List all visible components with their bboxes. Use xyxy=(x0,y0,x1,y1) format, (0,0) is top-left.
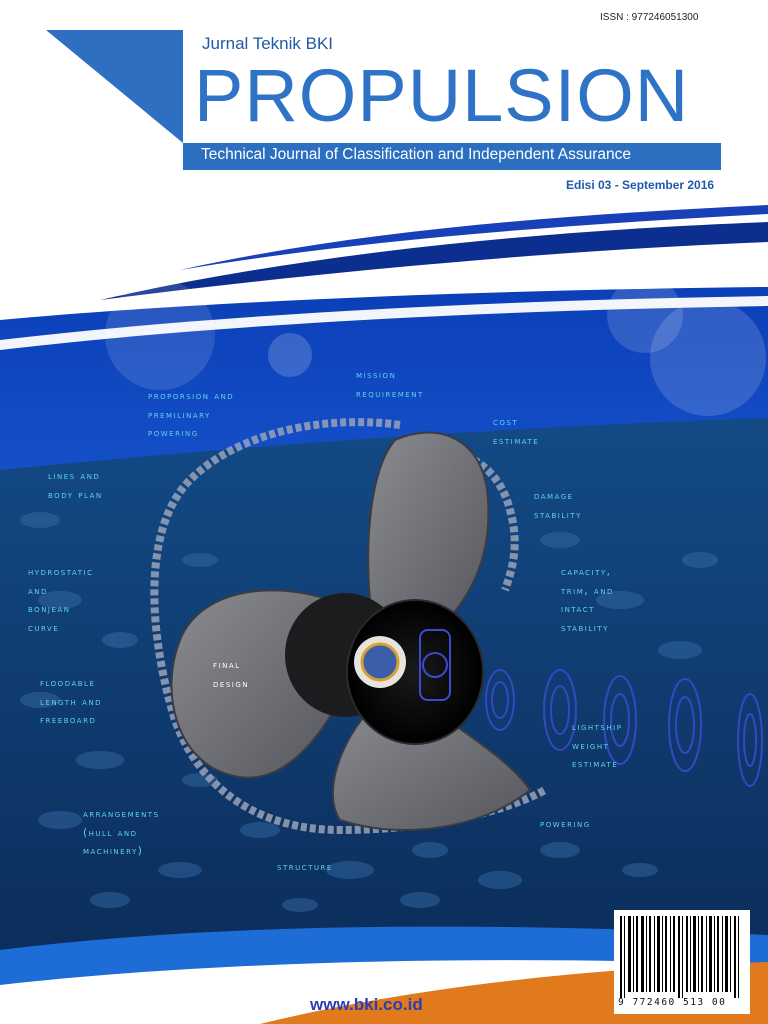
label-powering: Powering xyxy=(540,818,591,830)
barcode-bars xyxy=(620,916,739,998)
label-final-design: FinalDesign xyxy=(213,659,249,690)
journal-subtitle: Jurnal Teknik BKI xyxy=(202,34,334,53)
label-damage-stability: DamageStability xyxy=(534,490,582,521)
label-hydrostatic-curve: HydrostaticandBonjeanCurve xyxy=(28,566,94,634)
journal-tagline: Technical Journal of Classification and … xyxy=(201,146,631,163)
barcode xyxy=(614,910,750,1014)
label-mission-requirement: MissionRequirement xyxy=(356,369,424,400)
label-proporsion-powering: Proporsion andPremilinaryPowering xyxy=(148,390,235,439)
website-link[interactable]: www.bki.co.id xyxy=(310,995,423,1014)
label-floodable-freeboard: FloodableLength andFreeboard xyxy=(40,677,103,726)
edition-date: Edisi 03 - September 2016 xyxy=(566,178,715,192)
journal-title: PROPULSION xyxy=(194,54,690,137)
label-cost-estimate: COstEstimate xyxy=(493,416,540,447)
label-arrangements: Arrangements(hull andMachinery) xyxy=(83,808,160,857)
corner-triangle xyxy=(46,30,183,143)
tagline-bar xyxy=(183,143,721,170)
label-capacity-stability: Capacity,Trim, andIntactStability xyxy=(561,566,614,634)
label-structure: Structure xyxy=(277,861,333,873)
barcode-number: 9 772460 513 00 xyxy=(618,997,727,1008)
label-lines-body-plan: Lines andBody Plan xyxy=(48,470,103,501)
issn-number: ISSN : 977246051300 xyxy=(600,12,699,23)
label-lightship-weight: LightshipWeightEstimate xyxy=(572,721,623,770)
